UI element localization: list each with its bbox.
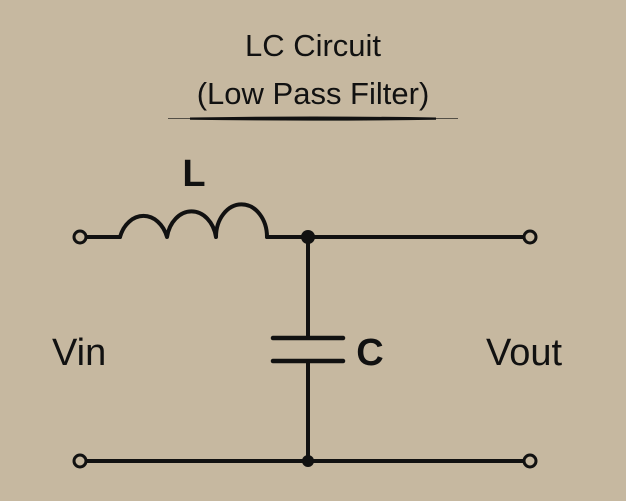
inductor-coil (118, 202, 269, 239)
junction-node-top (301, 230, 315, 244)
junction-node-bottom (302, 455, 314, 467)
title-underline-thick (190, 116, 436, 121)
capacitor-label: C (356, 332, 383, 374)
title-line-2: (Low Pass Filter) (197, 76, 430, 111)
output-voltage-label: Vout (486, 332, 563, 374)
title-line-1: LC Circuit (245, 28, 381, 63)
input-terminal-top (72, 229, 88, 245)
input-terminal-bottom (72, 453, 88, 469)
output-terminal-top (522, 229, 538, 245)
output-terminal-bottom (522, 453, 538, 469)
input-voltage-label: Vin (52, 332, 106, 374)
inductor-label: L (182, 153, 205, 195)
